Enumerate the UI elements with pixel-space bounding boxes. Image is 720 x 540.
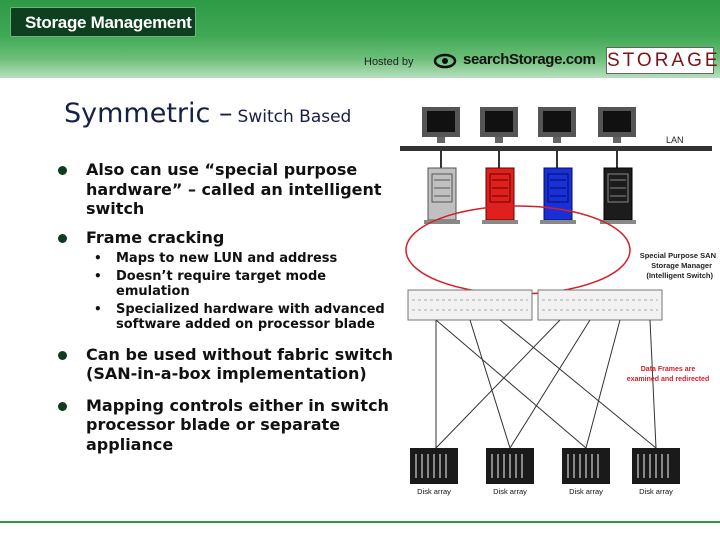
disk-array-icon: [410, 448, 458, 484]
monitor-icon: [598, 107, 636, 143]
highlight-ellipse: [405, 205, 631, 295]
server-icon: [600, 167, 636, 224]
server-icon: [540, 167, 576, 224]
bullet-text: Can be used without fabric switch (SAN-i…: [86, 344, 394, 384]
lan-label: LAN: [666, 135, 684, 145]
bullet-item: Mapping controls either in switch proces…: [56, 396, 396, 455]
footer-rule: [0, 521, 720, 523]
bullet-item: Also can use “special purpose hardware” …: [56, 160, 396, 219]
bullet-text: Frame cracking: [86, 227, 225, 247]
monitor-icon: [480, 107, 518, 143]
title-main: Symmetric –: [64, 98, 233, 129]
bullet-dot: [58, 401, 67, 411]
monitor-icon: [422, 107, 460, 143]
bullet-text: Mapping controls either in switch proces…: [86, 395, 389, 454]
sub-bullet-dot: •: [94, 301, 102, 316]
bullet-dot: [58, 350, 67, 360]
bullet-item: Can be used without fabric switch (SAN-i…: [56, 345, 396, 384]
disk-array-icon: [632, 448, 680, 484]
disk-array-icon: [562, 448, 610, 484]
switch-label: (Intelligent Switch): [646, 271, 713, 280]
disk-array-label: Disk array: [569, 487, 603, 496]
bullet-dot: [58, 233, 67, 243]
storage-magazine-logo[interactable]: STORAGE: [606, 47, 718, 74]
sub-bullet-text: Doesn’t require target mode emulation: [116, 268, 327, 300]
disk-array-label: Disk array: [493, 487, 527, 496]
slide-title: Symmetric – Switch Based: [64, 98, 351, 129]
bullet-item: Frame cracking • Maps to new LUN and add…: [56, 228, 396, 333]
sub-bullet-text: Maps to new LUN and address: [116, 251, 338, 266]
switch-label: Storage Manager: [651, 261, 712, 270]
monitor-icon: [538, 107, 576, 143]
disk-array-label: Disk array: [639, 487, 673, 496]
bullet-dot: [58, 166, 67, 175]
sub-bullet: • Maps to new LUN and address: [86, 251, 396, 267]
sub-bullet: • Specialized hardware with advanced sof…: [86, 302, 396, 333]
eye-icon: [433, 53, 457, 69]
sub-bullet: • Doesn’t require target mode emulation: [86, 269, 396, 300]
searchstorage-logo[interactable]: searchStorage.com: [463, 51, 596, 68]
fabric-links: [435, 319, 657, 449]
storage-management-logo: Storage Management: [10, 7, 196, 37]
frames-label: Data Frames are: [641, 366, 696, 373]
lan-bar: [400, 146, 712, 151]
hosted-by-label: Hosted by: [364, 56, 414, 68]
frames-label: examined and redirected: [627, 376, 709, 383]
switch-icon: [537, 289, 663, 321]
title-sub: Switch Based: [237, 107, 352, 127]
server-icon: [482, 167, 518, 224]
server-icon: [424, 167, 460, 224]
sub-bullet-dot: •: [94, 251, 102, 265]
sub-bullet-dot: •: [94, 268, 102, 283]
disk-array-label: Disk array: [417, 487, 451, 496]
bullet-text: Also can use “special purpose hardware” …: [86, 160, 382, 218]
sub-bullet-text: Specialized hardware with advanced softw…: [116, 301, 385, 333]
switch-icon: [407, 289, 533, 321]
san-diagram: LAN Special Purpose SAN Storage Manager …: [400, 107, 716, 496]
header-banner: Storage Management Hosted by searchStora…: [0, 0, 720, 78]
bullet-list: Also can use “special purpose hardware” …: [56, 160, 396, 463]
switch-label: Special Purpose SAN: [640, 251, 716, 260]
disk-array-icon: [486, 448, 534, 484]
